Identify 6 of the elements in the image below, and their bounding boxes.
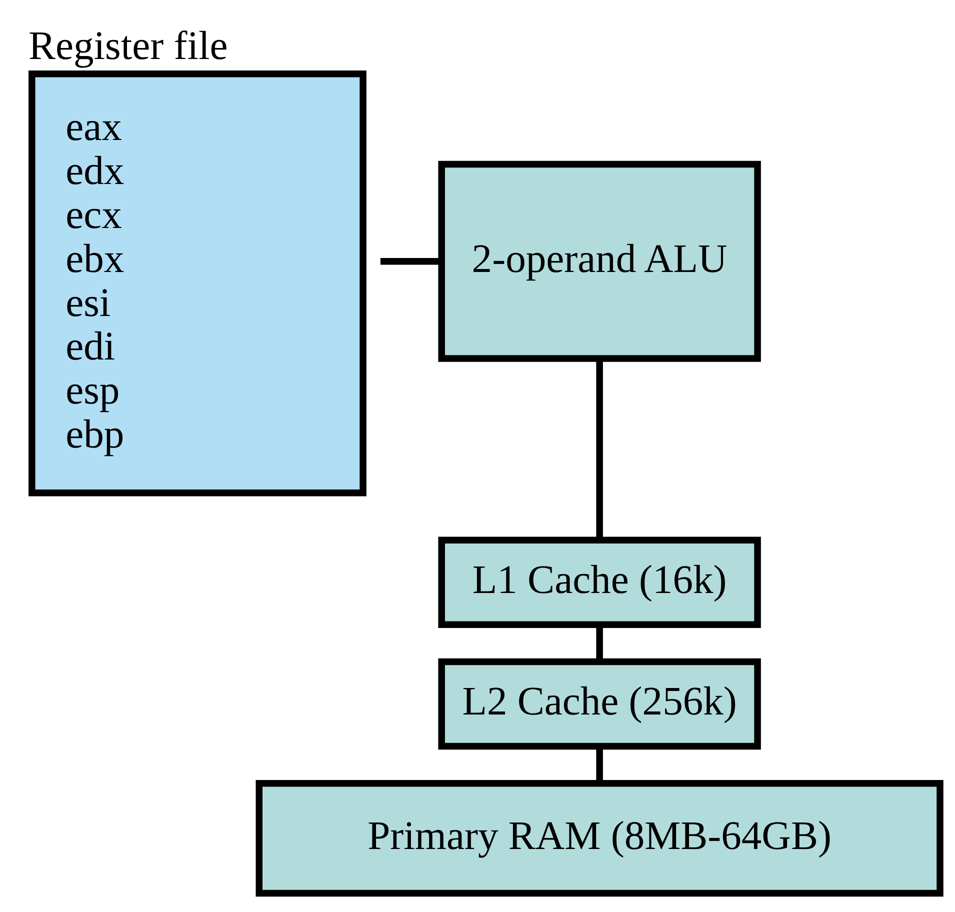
- node-box: L1 Cache (16k): [438, 536, 761, 628]
- node-label: Register file: [28, 22, 228, 68]
- connector: [380, 257, 442, 264]
- node-box: L2 Cache (256k): [438, 658, 761, 750]
- node-box: 2-operand ALU: [438, 160, 761, 362]
- node-box: Primary RAM (8MB-64GB): [256, 780, 944, 896]
